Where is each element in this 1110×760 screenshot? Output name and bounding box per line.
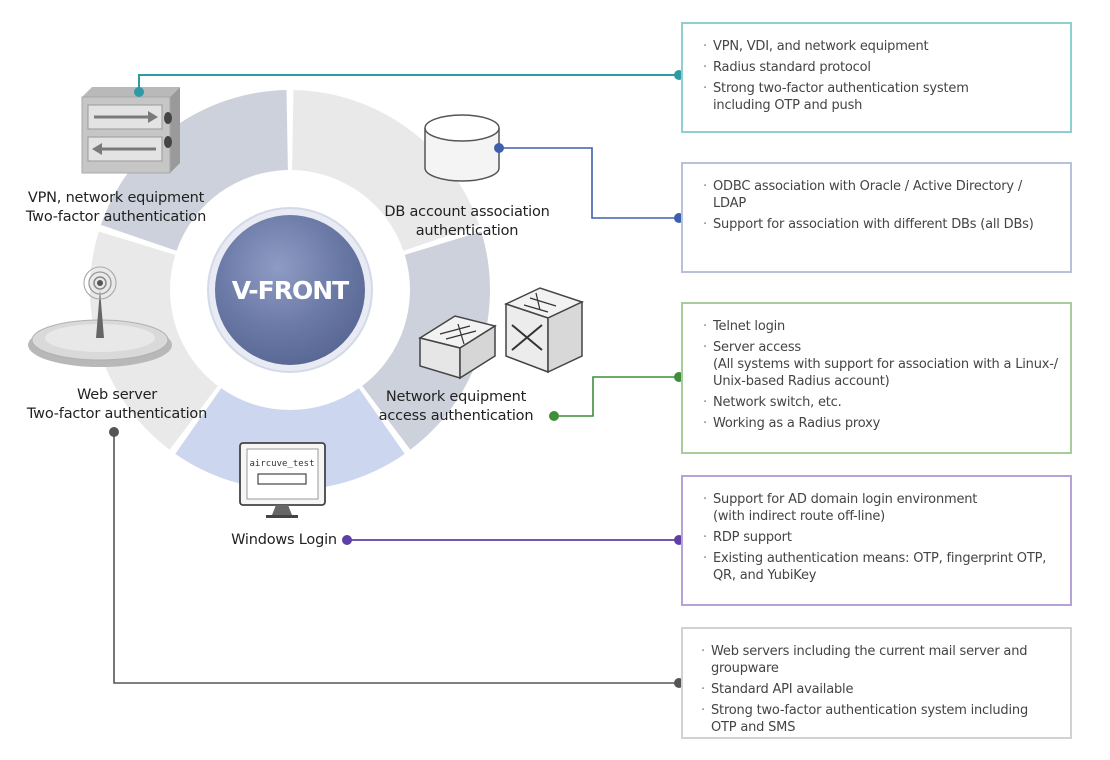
connector-vpn [138, 74, 679, 92]
description-item: Strong two-factor authentication system … [703, 80, 1058, 114]
description-item: Strong two-factor authentication system … [701, 702, 1058, 736]
connector-network [554, 376, 679, 417]
connector-dot-db-start [494, 143, 504, 153]
label-network-segment: Network equipment access authentication [378, 389, 534, 424]
description-box-network: Telnet loginServer access (All systems w… [681, 302, 1072, 454]
description-item: Support for AD domain login environment … [703, 491, 1058, 525]
description-list-network: Telnet loginServer access (All systems w… [703, 318, 1058, 432]
description-item: RDP support [703, 529, 1058, 546]
description-box-vpn: VPN, VDI, and network equipmentRadius st… [681, 22, 1072, 133]
connector-web [113, 432, 679, 684]
description-box-web: Web servers including the current mail s… [681, 627, 1072, 739]
description-item: Support for association with different D… [703, 216, 1058, 233]
description-list-vpn: VPN, VDI, and network equipmentRadius st… [703, 38, 1058, 114]
network-switch-icon [418, 315, 497, 380]
description-item: Existing authentication means: OTP, fing… [703, 550, 1058, 584]
connector-dot-web-start [109, 427, 119, 437]
connector-dot-network-start [549, 411, 559, 421]
ring-segment-windows [175, 388, 405, 490]
label-db-segment: DB account association authentication [384, 204, 550, 239]
description-list-db: ODBC association with Oracle / Active Di… [703, 178, 1058, 233]
label-web-segment: Web server Two-factor authentication [26, 387, 208, 422]
connector-db [499, 147, 679, 219]
description-box-windows: Support for AD domain login environment … [681, 475, 1072, 606]
description-item: Working as a Radius proxy [703, 415, 1058, 432]
description-item: ODBC association with Oracle / Active Di… [703, 178, 1058, 212]
network-router-icon [503, 287, 585, 374]
ring-segment-vpn [100, 90, 288, 251]
monitor-icon [239, 442, 326, 518]
web-server-antenna-icon [28, 266, 172, 367]
description-item: Web servers including the current mail s… [701, 643, 1058, 677]
monitor-screen-username: aircuve_test [249, 459, 315, 469]
description-item: Telnet login [703, 318, 1058, 335]
v-front-title: V-FRONT [231, 275, 349, 305]
description-item: Network switch, etc. [703, 394, 1058, 411]
label-vpn-segment: VPN, network equipment Two-factor authen… [25, 190, 207, 225]
ring-segment-db [292, 90, 480, 251]
description-list-windows: Support for AD domain login environment … [703, 491, 1058, 584]
description-item: VPN, VDI, and network equipment [703, 38, 1058, 55]
vpn-device-icon [81, 87, 180, 174]
v-front-core: V-FRONT [215, 215, 365, 365]
description-item: Radius standard protocol [703, 59, 1058, 76]
description-item: Standard API available [701, 681, 1058, 698]
label-windows-segment: Windows Login [231, 532, 337, 548]
database-icon [424, 114, 500, 182]
description-box-db: ODBC association with Oracle / Active Di… [681, 162, 1072, 273]
connector-dot-windows-start [342, 535, 352, 545]
connector-dot-vpn-start [134, 87, 144, 97]
description-list-web: Web servers including the current mail s… [701, 643, 1058, 736]
description-item: Server access (All systems with support … [703, 339, 1058, 390]
